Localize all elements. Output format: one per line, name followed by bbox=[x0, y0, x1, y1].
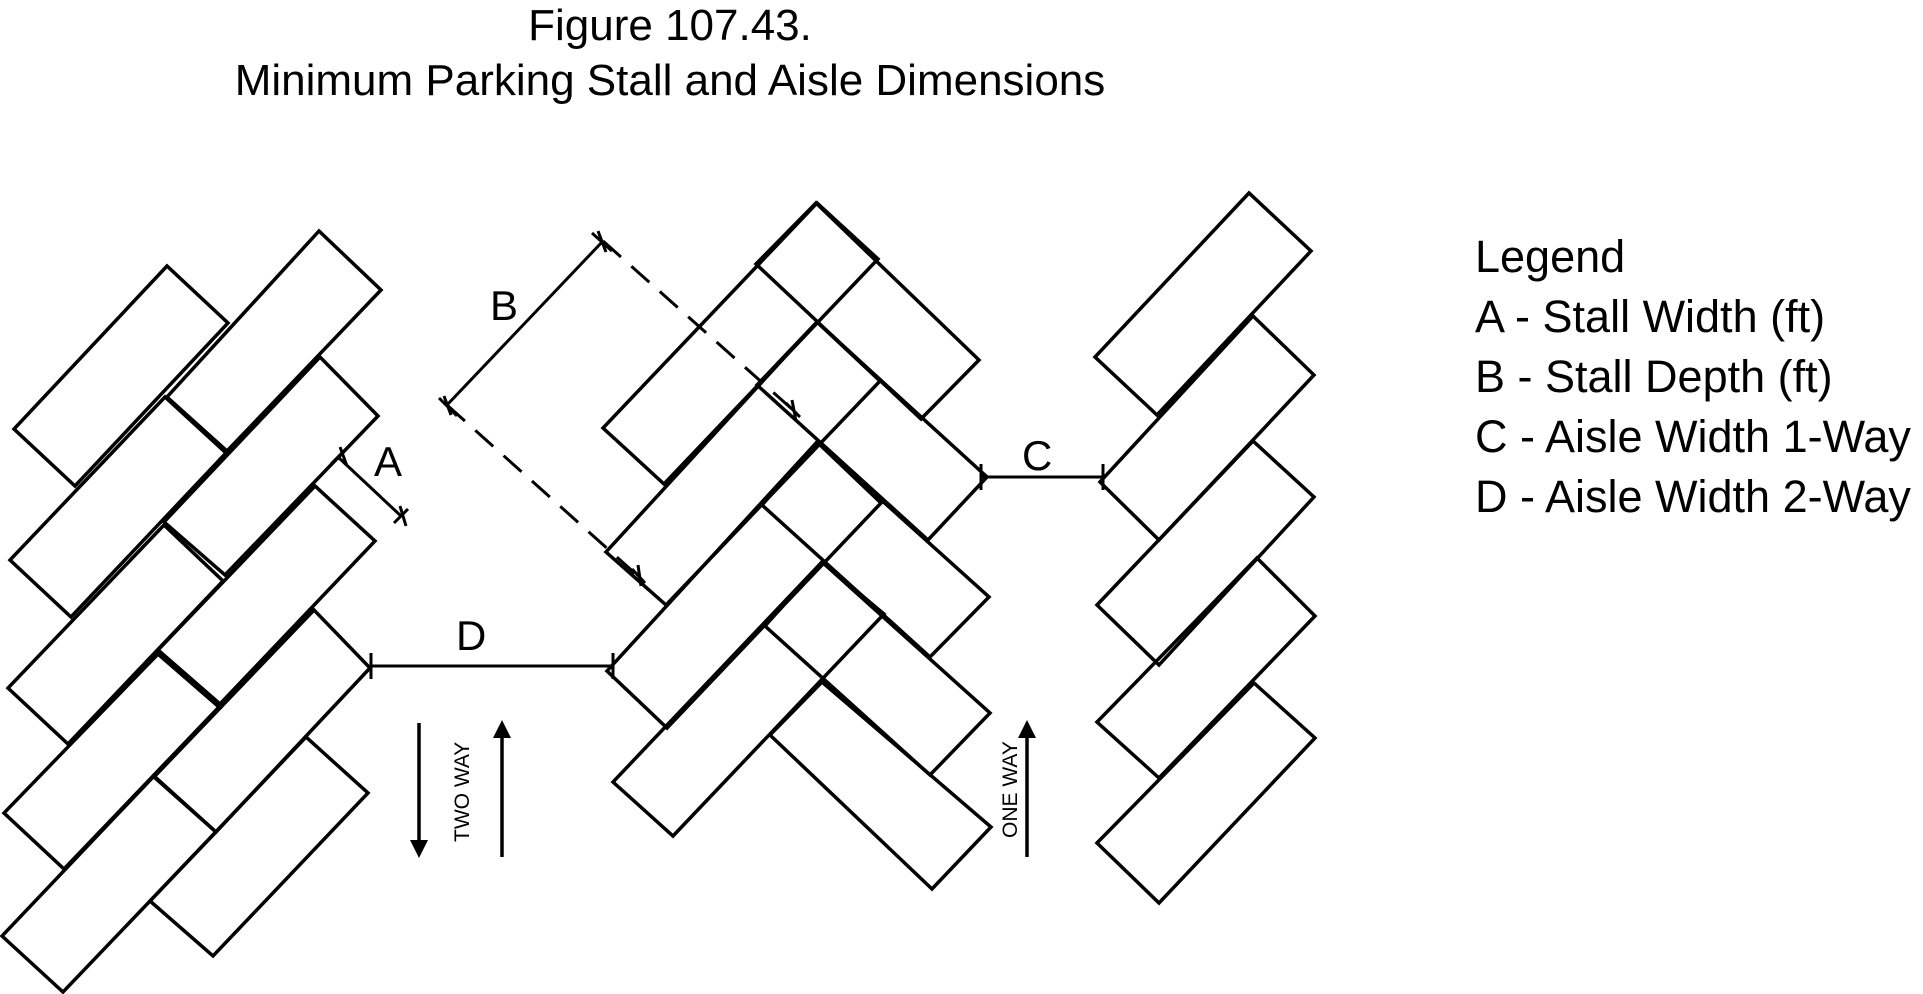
stall-mid-east-4 bbox=[762, 559, 993, 778]
legend-heading: Legend bbox=[1475, 231, 1626, 282]
dimension-d bbox=[369, 653, 615, 679]
stall-left-west-3 bbox=[5, 522, 226, 747]
dimension-c-label: C bbox=[1022, 432, 1052, 479]
two-way-arrows bbox=[410, 720, 511, 858]
figure-number: Figure 107.43. bbox=[528, 1, 812, 50]
dimension-b-end-ticks bbox=[630, 399, 802, 587]
dimension-a-label: A bbox=[374, 438, 402, 485]
legend-item-d: D - Aisle Width 2-Way bbox=[1475, 471, 1911, 522]
stall-left-east-1 bbox=[164, 228, 384, 454]
stall-mid-east-1 bbox=[753, 200, 982, 422]
stall-mid-east-5 bbox=[767, 679, 994, 892]
stall-left-east-2 bbox=[161, 354, 381, 578]
one-way-arrow bbox=[1018, 720, 1036, 857]
stall-mid-east-2 bbox=[754, 319, 990, 543]
figure-caption: Minimum Parking Stall and Aisle Dimensio… bbox=[234, 56, 1106, 105]
legend-item-b: B - Stall Depth (ft) bbox=[1475, 351, 1833, 402]
figure-title: Figure 107.43. Minimum Parking Stall and… bbox=[130, 0, 1210, 110]
one-way-label: ONE WAY bbox=[999, 741, 1022, 838]
stall-left-west-2 bbox=[7, 394, 229, 620]
dimension-d-label: D bbox=[456, 612, 486, 659]
stall-left-east-5 bbox=[147, 734, 371, 959]
legend-item-a: A - Stall Width (ft) bbox=[1475, 291, 1826, 342]
stall-left-east-4 bbox=[151, 607, 373, 835]
dimension-b bbox=[437, 230, 614, 418]
stall-left-west-1 bbox=[11, 263, 231, 489]
stall-right-1 bbox=[1092, 190, 1314, 418]
legend: Legend A - Stall Width (ft) B - Stall De… bbox=[1475, 227, 1911, 527]
two-way-label: TWO WAY bbox=[451, 742, 474, 842]
dimension-b-extension bbox=[445, 239, 794, 578]
stall-right-3 bbox=[1094, 438, 1317, 668]
stall-mid-west-1 bbox=[600, 200, 881, 487]
stall-mid-west-3 bbox=[604, 439, 884, 731]
stall-left-west-5 bbox=[0, 773, 219, 994]
dimension-a bbox=[329, 446, 410, 527]
dimension-b-label: B bbox=[490, 282, 518, 329]
stall-left-west-4 bbox=[1, 651, 222, 872]
stall-left-east-3 bbox=[155, 483, 378, 707]
stall-right-4 bbox=[1094, 555, 1318, 781]
stall-right-5 bbox=[1094, 680, 1318, 906]
dimension-c bbox=[979, 464, 1105, 490]
legend-item-c: C - Aisle Width 1-Way bbox=[1475, 411, 1911, 462]
stall-mid-east-3 bbox=[759, 439, 992, 660]
stall-right-2 bbox=[1097, 313, 1317, 543]
